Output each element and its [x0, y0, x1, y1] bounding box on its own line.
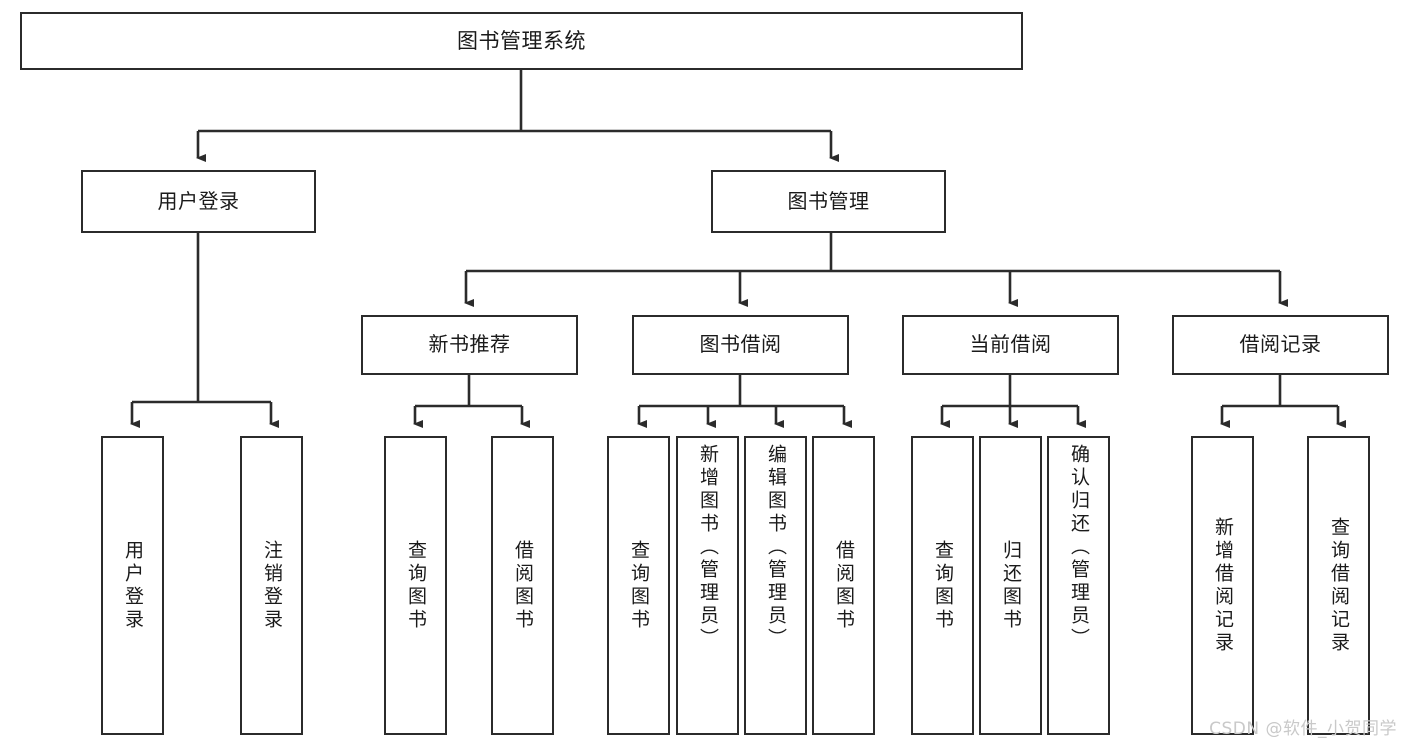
node-label: 查询图书	[932, 539, 954, 632]
leaf-current-confirm-return-admin[interactable]: 确认归还（管理员）	[1047, 436, 1110, 735]
node-label: 查询图书	[628, 539, 650, 632]
leaf-current-query-book[interactable]: 查询图书	[911, 436, 974, 735]
leaf-record-query-record[interactable]: 查询借阅记录	[1307, 436, 1370, 735]
node-root-system[interactable]: 图书管理系统	[20, 12, 1023, 70]
node-label: 新书推荐	[428, 332, 511, 357]
leaf-borrow-query-book[interactable]: 查询图书	[607, 436, 670, 735]
node-label: 查询借阅记录	[1328, 516, 1350, 655]
leaf-new-book-query[interactable]: 查询图书	[384, 436, 447, 735]
leaf-current-return-book[interactable]: 归还图书	[979, 436, 1042, 735]
csdn-watermark: CSDN @软件_小贺同学	[1209, 719, 1397, 739]
node-label: 归还图书	[1000, 539, 1022, 632]
node-book-borrow[interactable]: 图书借阅	[632, 315, 849, 375]
node-label: 图书管理系统	[457, 28, 586, 53]
node-label: 借阅记录	[1239, 332, 1322, 357]
leaf-borrow-edit-book-admin[interactable]: 编辑图书（管理员）	[744, 436, 807, 735]
leaf-user-login-logout[interactable]: 注销登录	[240, 436, 303, 735]
node-label: 用户登录	[122, 539, 144, 632]
node-label: 新增借阅记录	[1212, 516, 1234, 655]
node-label: 借阅图书	[833, 539, 855, 632]
leaf-borrow-add-book-admin[interactable]: 新增图书（管理员）	[676, 436, 739, 735]
node-label: 确认归还（管理员）	[1068, 444, 1090, 651]
leaf-record-add-record[interactable]: 新增借阅记录	[1191, 436, 1254, 735]
node-book-management[interactable]: 图书管理	[711, 170, 946, 233]
leaf-user-login-login[interactable]: 用户登录	[101, 436, 164, 735]
node-borrow-record[interactable]: 借阅记录	[1172, 315, 1389, 375]
leaf-new-book-borrow[interactable]: 借阅图书	[491, 436, 554, 735]
node-label: 借阅图书	[512, 539, 534, 632]
node-label: 图书管理	[787, 188, 870, 213]
node-label: 当前借阅	[969, 332, 1052, 357]
leaf-borrow-borrow-book[interactable]: 借阅图书	[812, 436, 875, 735]
node-label: 图书借阅	[699, 332, 782, 357]
node-label: 用户登录	[157, 188, 240, 213]
node-label: 新增图书（管理员）	[697, 444, 719, 651]
node-label: 注销登录	[261, 539, 283, 632]
node-label: 查询图书	[405, 539, 427, 632]
node-new-book-recommend[interactable]: 新书推荐	[361, 315, 578, 375]
node-user-login[interactable]: 用户登录	[81, 170, 316, 233]
node-current-borrow[interactable]: 当前借阅	[902, 315, 1119, 375]
node-label: 编辑图书（管理员）	[765, 444, 787, 651]
